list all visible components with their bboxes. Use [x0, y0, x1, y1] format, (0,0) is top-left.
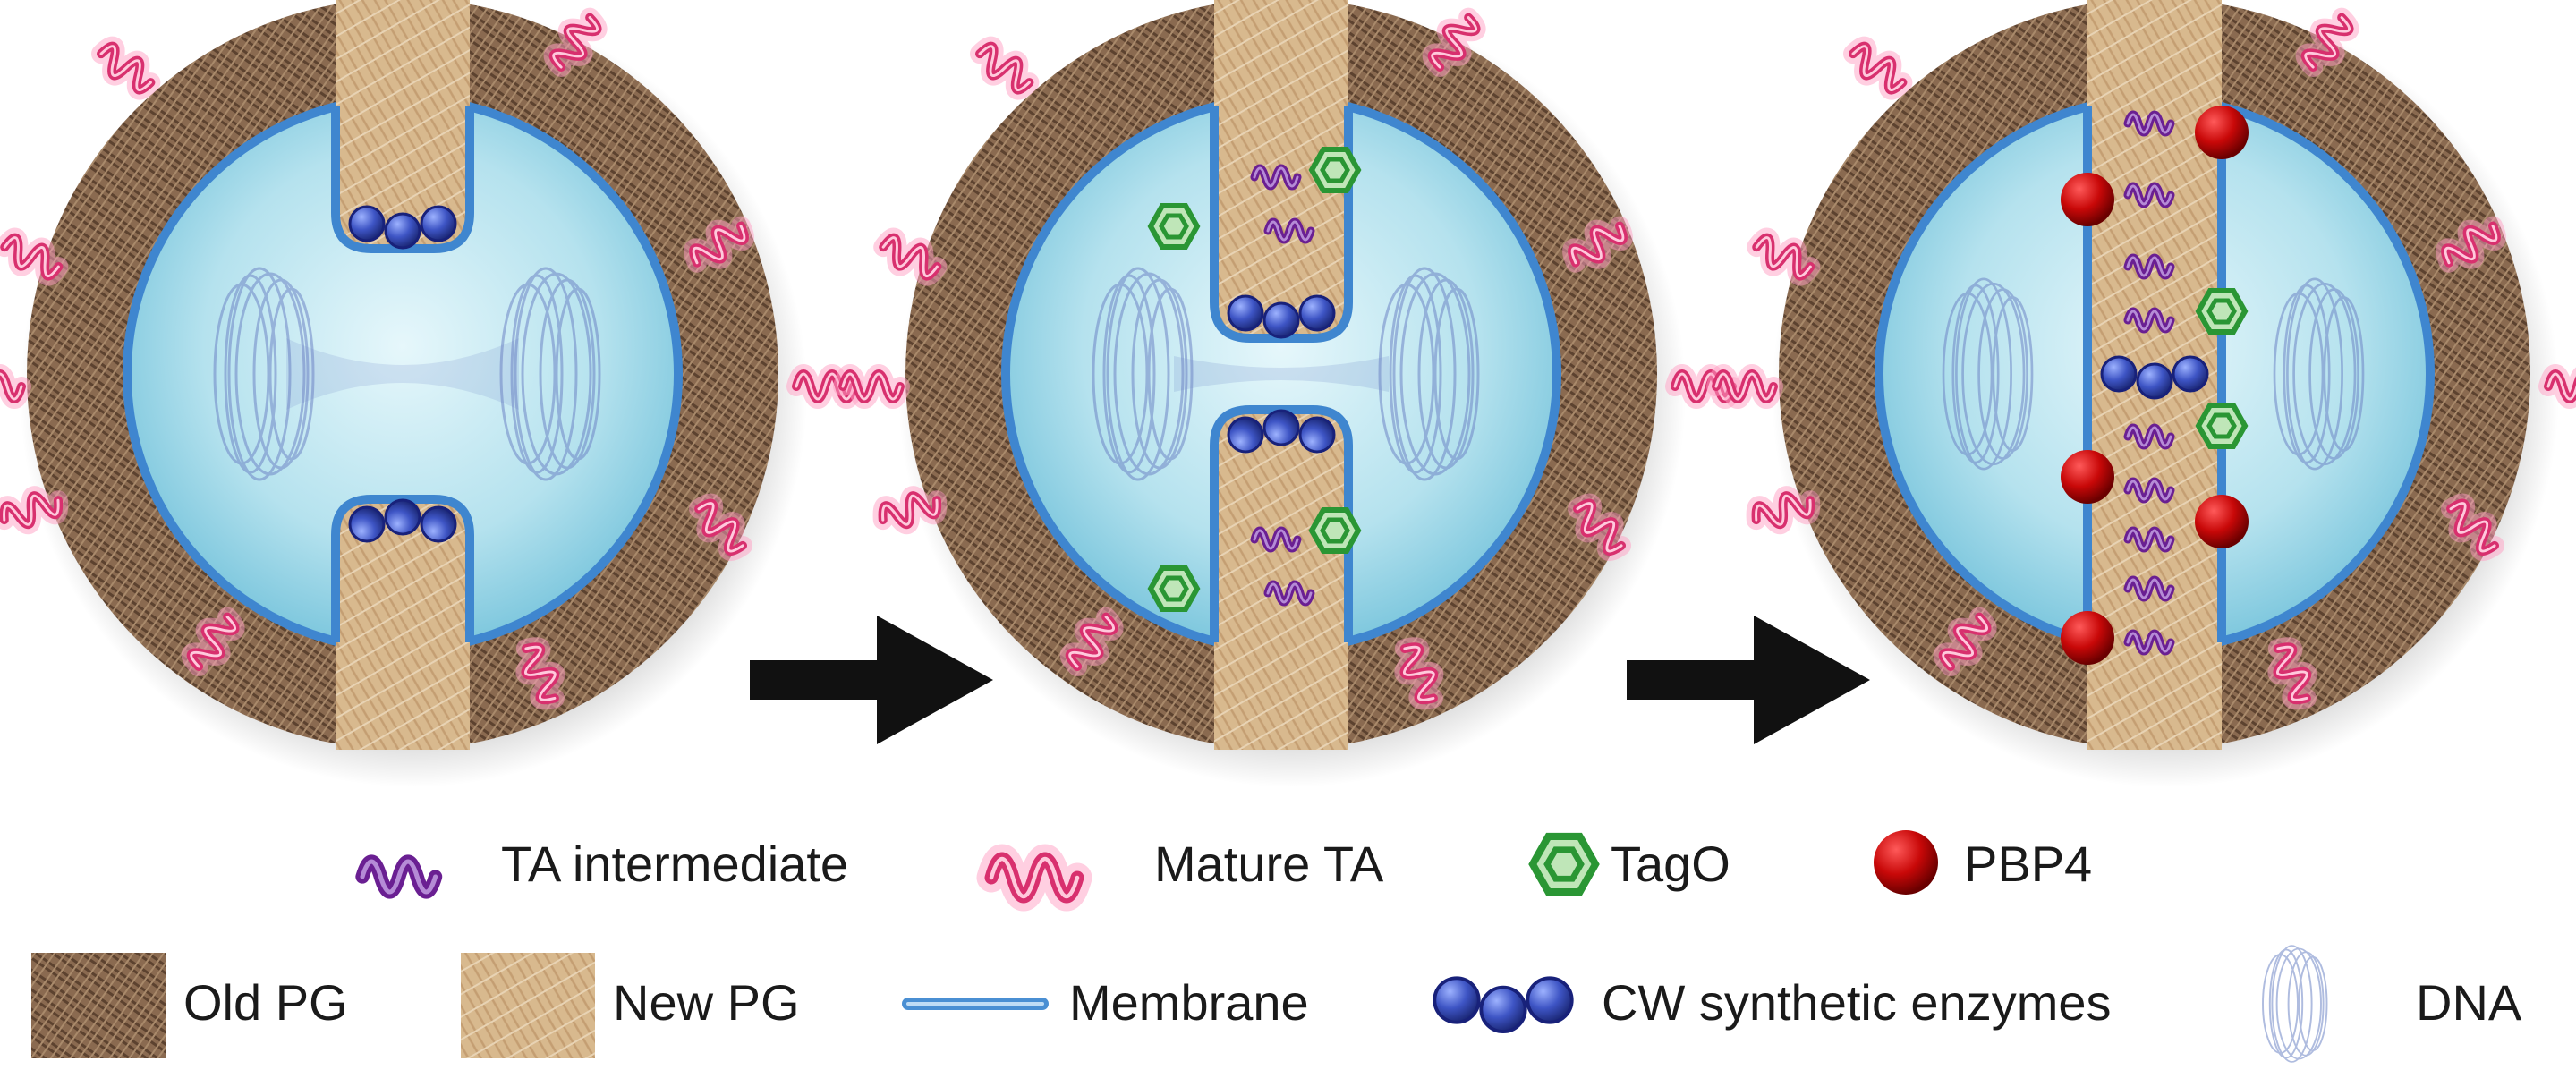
dna-bridge [286, 338, 519, 410]
crosshatch-brown-square-icon [31, 953, 166, 1058]
red-sphere-icon [1874, 830, 1938, 895]
pink-glow-wave-icon [991, 859, 1077, 896]
dna-bridge [1174, 356, 1389, 392]
cw-enzymes-center [2100, 355, 2209, 400]
legend-label-old-pg: Old PG [183, 974, 348, 1031]
cell-stage-3 [1716, 0, 2576, 787]
new-pg-bottom [336, 499, 470, 750]
legend-item-ta-intermediate: TA intermediate [362, 836, 848, 892]
arrow-2 [1627, 616, 1870, 744]
cw-enzymes-bottom [348, 498, 457, 543]
legend-item-new-pg: New PG [461, 953, 800, 1058]
new-pg-top [336, 0, 470, 249]
legend-item-cw-enzymes: CW synthetic enzymes [1433, 974, 2112, 1034]
blue-beads-icon [1433, 976, 1574, 1034]
legend-label-ta-intermediate: TA intermediate [501, 836, 848, 892]
purple-wave-icon [362, 862, 436, 892]
legend-item-dna: DNA [2262, 945, 2522, 1063]
legend-label-new-pg: New PG [613, 974, 800, 1031]
legend-item-mature-ta: Mature TA [991, 836, 1384, 896]
legend-label-dna: DNA [2416, 974, 2522, 1031]
new-pg-bottom [1214, 410, 1348, 750]
legend-label-membrane: Membrane [1069, 974, 1309, 1031]
legend-label-mature-ta: Mature TA [1154, 836, 1384, 892]
cw-enzymes-bottom [1227, 409, 1336, 454]
cell-stage-2 [843, 0, 1732, 787]
cw-enzymes-top [1227, 294, 1336, 339]
legend-label-tago: TagO [1611, 836, 1730, 892]
cell-stage-1 [0, 0, 854, 787]
legend-label-cw-enzymes: CW synthetic enzymes [1602, 974, 2112, 1031]
legend-row-2: Old PG New PG Membrane CW synthetic enzy… [31, 945, 2522, 1063]
legend-label-pbp4: PBP4 [1964, 836, 2092, 892]
legend-item-tago: TagO [1533, 836, 1730, 892]
legend-item-old-pg: Old PG [31, 953, 348, 1058]
green-hexagon-icon [1533, 836, 1595, 892]
arrow-1 [750, 616, 993, 744]
legend-item-pbp4: PBP4 [1874, 830, 2092, 895]
dna-coil-icon [2262, 945, 2328, 1063]
cw-enzymes-top [348, 205, 457, 250]
legend-item-membrane: Membrane [902, 974, 1309, 1031]
legend-row-1: TA intermediate Mature TA TagO PBP4 [362, 830, 2092, 896]
tan-square-icon [461, 953, 595, 1058]
